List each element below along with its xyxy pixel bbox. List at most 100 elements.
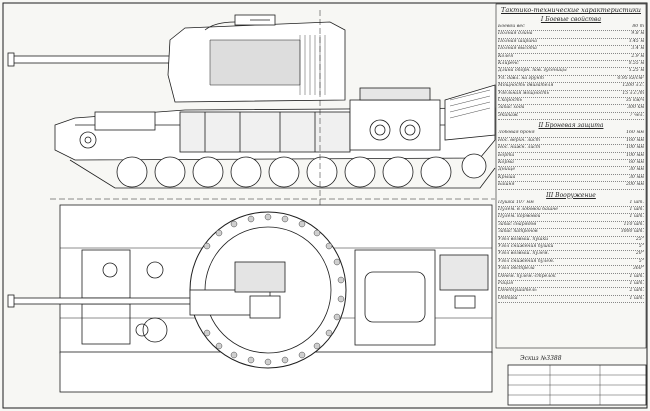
- spec-row-label: Башня: [498, 182, 515, 188]
- spec-row: Длина опорн. пов. гусеницы 5.25 м: [498, 68, 645, 76]
- spec-row: Угол возвыш. пулем. 20°: [498, 251, 644, 259]
- spec-row-value: 20°: [635, 251, 644, 257]
- spec-row-label: Угол возвыш. пулем.: [498, 251, 549, 257]
- spec-row-value: 200 мм: [626, 182, 644, 188]
- spec-row-value: 1 шт.: [629, 281, 644, 286]
- spec-row: Мощность двигателя 1200 л.с.: [498, 83, 644, 91]
- spec-row-value: 100 мм: [626, 145, 644, 151]
- spec-row-label: Колея: [498, 53, 514, 59]
- spec-row-value: 2 шт.: [629, 288, 644, 294]
- spec-row: Угол снижения пулем.5°: [498, 258, 644, 267]
- spec-row-value: 80 т: [632, 24, 644, 29]
- spec-row-label: Угол снижения пушки: [498, 243, 554, 249]
- spec-row-label: Огнем. пулем.-стрелок: [498, 273, 556, 279]
- spec-row-label: Полная ширина: [498, 38, 537, 44]
- spec-row-value: 30 мм: [629, 167, 644, 173]
- spec-row-value: 1200 л.с.: [622, 83, 644, 89]
- spec-row-label: Запас хода: [498, 105, 525, 111]
- spec-row-value: 1 шт.: [629, 214, 644, 220]
- spec-row-label: Борта: [498, 152, 515, 158]
- spec-row-label: Пулем. в лобовой башне: [498, 206, 558, 212]
- spec-row: Днище 30 мм: [498, 167, 644, 175]
- spec-row-label: Рация: [498, 281, 514, 286]
- spec-row-label: Крыша: [498, 174, 516, 180]
- spec-row-value: 2.9 м: [631, 53, 644, 59]
- spec-row-value: 5°: [638, 243, 644, 249]
- spec-row-label: Запас патронов: [498, 229, 538, 235]
- spec-row-value: 5.25 м: [628, 68, 645, 74]
- spec-row-value: 1 шт.: [629, 295, 644, 301]
- spec-row-label: Угол снижения пулем.: [498, 258, 555, 264]
- spec-row: Запас патронов 3000 шт.: [498, 229, 644, 237]
- spec-row-label: Уд. давл. на грунт: [498, 75, 544, 81]
- spec-row: Боевой вес 80 т: [498, 24, 644, 32]
- spec-section-heading: I Боевые свойства: [540, 16, 602, 23]
- spec-row: Огнетушитель 2 шт.: [498, 288, 644, 296]
- spec-row-value: 1 шт.: [629, 206, 644, 212]
- spec-row: Удельная мощность 15 л.с./т: [498, 90, 644, 99]
- spec-row-label: Полная высота: [498, 46, 537, 52]
- spec-row-value: 3000 шт.: [620, 229, 644, 235]
- spec-row-label: Полная длина: [498, 31, 533, 37]
- spec-row-label: Экипаж: [498, 112, 519, 118]
- spec-row: Пулем. в лобовой башне 1 шт.: [498, 206, 644, 215]
- spec-row-value: 0.95 кг/см²: [617, 75, 644, 81]
- spec-row-label: Длина опорн. пов. гусеницы: [498, 68, 567, 74]
- spec-table-frame: [495, 3, 647, 349]
- spec-row-value: 360°: [632, 266, 644, 272]
- spec-row: Нос. верхн. лист 160 мм: [498, 137, 644, 146]
- spec-row-label: Оптика: [498, 295, 518, 301]
- spec-row-value: 25°: [635, 236, 644, 242]
- top-view: [7, 204, 647, 406]
- spec-table: Тактико-технические характеристики I Бое…: [498, 6, 644, 344]
- spec-row: Уд. давл. на грунт 0.95 кг/см²: [498, 75, 644, 84]
- spec-row: Огнем. пулем.-стрелок 1 шт.: [498, 274, 644, 281]
- spec-row-label: Пулем. кормовой: [498, 214, 541, 220]
- spec-row-value: 160 мм: [626, 137, 644, 143]
- spec-row-value: 3.4 м: [631, 46, 644, 52]
- spec-row: Оптика 1 шт.: [498, 295, 644, 304]
- spec-section-heading: II Броневая защита: [538, 122, 604, 130]
- spec-row-label: Нос. верхн. лист: [498, 137, 540, 143]
- spec-row-label: Огнетушитель: [498, 288, 537, 294]
- spec-row-value: 9.8 м: [631, 31, 644, 37]
- spec-row: Рация 1 шт.: [498, 281, 644, 289]
- spec-row-value: 0.55 м: [628, 61, 645, 67]
- spec-row-value: 1 шт.: [629, 199, 644, 205]
- document-number: Эскиз №3388: [520, 355, 562, 362]
- spec-row-value: 160 мм: [626, 130, 644, 136]
- spec-row-label: Мощность двигателя: [498, 83, 554, 89]
- spec-row-value: 3.45 м: [628, 38, 645, 44]
- spec-title: Тактико-технические характеристики: [501, 6, 641, 14]
- spec-row-label: Клиренс: [498, 61, 519, 67]
- spec-row-label: Лобовая броня: [498, 130, 535, 136]
- side-view: [7, 14, 496, 189]
- spec-row: Крыша 30 мм: [498, 174, 644, 183]
- spec-row-label: Корма: [498, 159, 514, 165]
- spec-row: Башня 200 мм: [498, 182, 644, 190]
- spec-row: Клиренс 0.55 м: [498, 61, 645, 69]
- spec-row-value: 110 шт.: [623, 221, 644, 227]
- spec-row-value: 15 л.с./т: [622, 90, 644, 96]
- spec-row-label: Боевой вес: [498, 24, 525, 29]
- spec-section-heading: III Вооружение: [546, 191, 596, 199]
- spec-row-value: 30 мм: [629, 174, 644, 180]
- spec-row-label: Удельная мощность: [498, 90, 550, 96]
- spec-row: Полная длина 9.8 м: [498, 31, 644, 39]
- spec-row-label: Днище: [498, 167, 516, 173]
- spec-row: Лобовая броня 160 мм: [498, 130, 644, 138]
- spec-row: Колея 2.9 м: [498, 53, 644, 62]
- spec-row-value: 1 шт.: [629, 273, 644, 279]
